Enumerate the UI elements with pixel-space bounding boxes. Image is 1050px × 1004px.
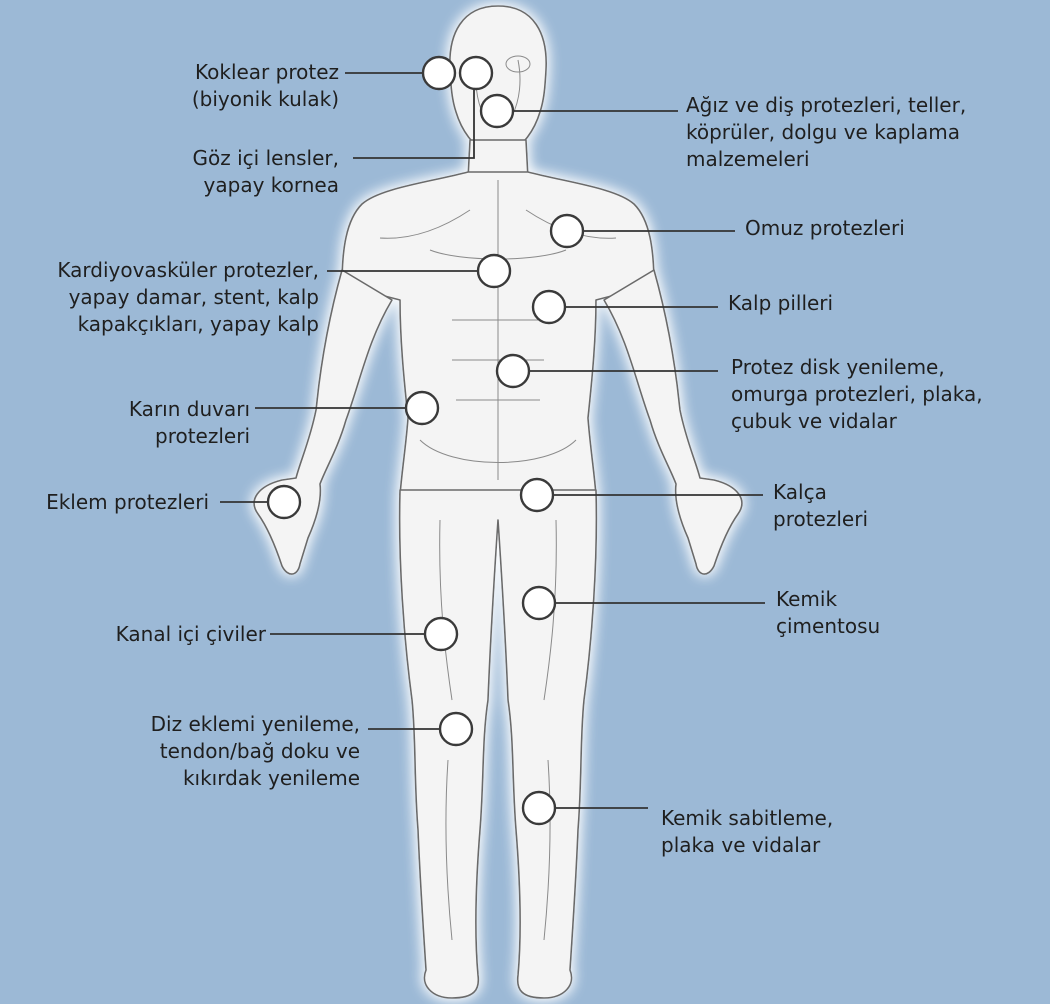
marker-spine xyxy=(497,355,529,387)
label-omuz: Omuz protezleri xyxy=(745,215,905,242)
label-agiz: Ağız ve diş protezleri, teller,köprüler,… xyxy=(686,92,966,173)
label-goz: Göz içi lensler,yapay kornea xyxy=(193,145,339,199)
label-diz: Diz eklemi yenileme,tendon/bağ doku vekı… xyxy=(151,711,360,792)
right-arm xyxy=(604,270,742,574)
marker-eye xyxy=(460,57,492,89)
label-disk: Protez disk yenileme,omurga protezleri, … xyxy=(731,354,983,435)
label-kanal: Kanal içi çiviler xyxy=(116,621,266,648)
label-kardiyo: Kardiyovasküler protezler,yapay damar, s… xyxy=(57,257,319,338)
label-cimento: Kemikçimentosu xyxy=(776,586,880,640)
marker-hand xyxy=(268,486,300,518)
marker-heart xyxy=(478,255,510,287)
marker-femur xyxy=(523,587,555,619)
marker-knee xyxy=(440,713,472,745)
label-kalp: Kalp pilleri xyxy=(728,290,833,317)
legs xyxy=(400,490,597,998)
label-karin: Karın duvarıprotezleri xyxy=(129,396,250,450)
marker-mouth xyxy=(481,95,513,127)
label-koklear: Koklear protez(biyonik kulak) xyxy=(192,59,339,113)
label-sabitleme: Kemik sabitleme,plaka ve vidalar xyxy=(661,805,833,859)
marker-shin xyxy=(523,792,555,824)
marker-shoulder xyxy=(551,215,583,247)
marker-abdomen xyxy=(406,392,438,424)
marker-thigh xyxy=(425,618,457,650)
label-eklem: Eklem protezleri xyxy=(46,489,209,516)
marker-hip xyxy=(521,479,553,511)
marker-pacemaker xyxy=(533,291,565,323)
label-kalca: Kalçaprotezleri xyxy=(773,479,868,533)
marker-ear xyxy=(423,57,455,89)
